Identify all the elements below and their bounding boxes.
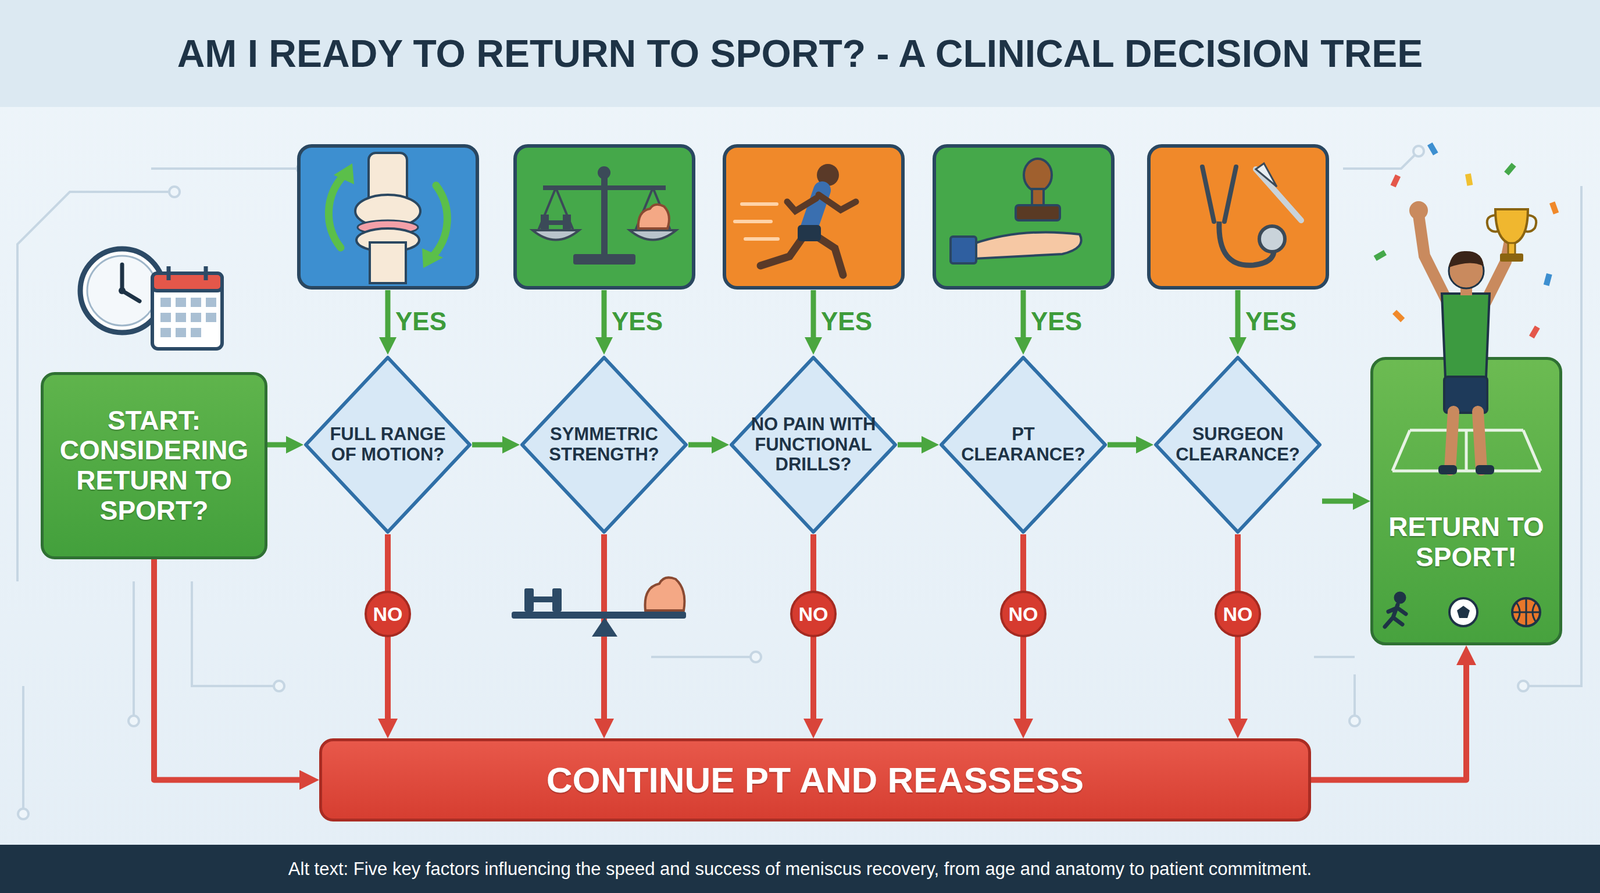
field-lines [1392,430,1541,471]
end-box: RETURN TO SPORT! [1370,356,1563,646]
flow-arrow [472,442,503,448]
node-text: NO PAIN WITH FUNCTIONAL DRILLS? [749,414,878,475]
flow-arrow [1107,442,1137,448]
decision-diamond: FULL RANGE OF MOTION? [303,355,473,535]
loop-arrow [154,559,300,781]
node-text: PT CLEARANCE? [959,424,1088,465]
stamp-icon-box [934,145,1113,288]
decision-diamond: PT CLEARANCE? [938,355,1108,535]
node-text: SYMMETRIC STRENGTH? [540,424,669,465]
diagram-title: AM I READY TO RETURN TO SPORT? - A CLINI… [0,0,1600,107]
confetti [1373,142,1560,339]
circuit-dots [18,145,1529,820]
no-badge: NO [1000,590,1047,638]
diamond-shape [941,357,1106,532]
diamond-shape [731,357,896,532]
decision-diamond: SYMMETRIC STRENGTH? [519,355,689,535]
diamond-shape [522,357,687,532]
diagram-caption: Alt text: Five key factors influencing t… [0,844,1600,893]
trophy-icon [1487,209,1537,262]
node-text: FULL RANGE OF MOTION? [323,424,452,465]
scale-icon-box [515,145,694,288]
loop-arrow [601,534,607,719]
calendar-icon [152,266,223,349]
flow-arrow [267,442,287,448]
sport-icons [1384,593,1541,627]
flow-arrow [1322,498,1353,505]
diamond-shape [1155,357,1320,532]
loop-arrow [1311,665,1467,781]
decision-diamond: NO PAIN WITH FUNCTIONAL DRILLS? [729,355,898,535]
runner-small [1384,593,1406,627]
node-text: RETURN TO SPORT! [1379,512,1554,573]
start-box: START: CONSIDERING RETURN TO SPORT? [40,372,268,560]
flow-arrow [688,442,712,448]
no-badge: NO [1214,590,1262,638]
loop-band: CONTINUE PT AND REASSESS [319,738,1312,822]
branch-label: YES [820,306,873,337]
yes-arrows [387,290,1238,338]
flow-arrow [897,442,922,448]
node-text: START: CONSIDERING RETURN TO SPORT? [54,405,255,526]
branch-label: YES [1030,306,1082,337]
node-text: SURGEON CLEARANCE? [1173,424,1302,465]
branch-label: YES [395,306,447,337]
player-figure [1409,201,1511,475]
no-badge: NO [364,590,412,638]
runner-icon-box [724,145,903,288]
node-text: CONTINUE PT AND REASSESS [546,759,1084,800]
no-badge: NO [790,590,837,638]
branch-label: YES [611,306,663,337]
basketball [1512,598,1541,627]
balance-illustration [511,577,687,637]
branch-label: YES [1245,306,1297,337]
diamond-shape [305,357,470,532]
soccer-ball [1449,598,1478,627]
knee-icon-box [298,145,478,288]
stethoscope-icon-box [1148,145,1328,288]
decision-diamond: SURGEON CLEARANCE? [1153,355,1323,535]
